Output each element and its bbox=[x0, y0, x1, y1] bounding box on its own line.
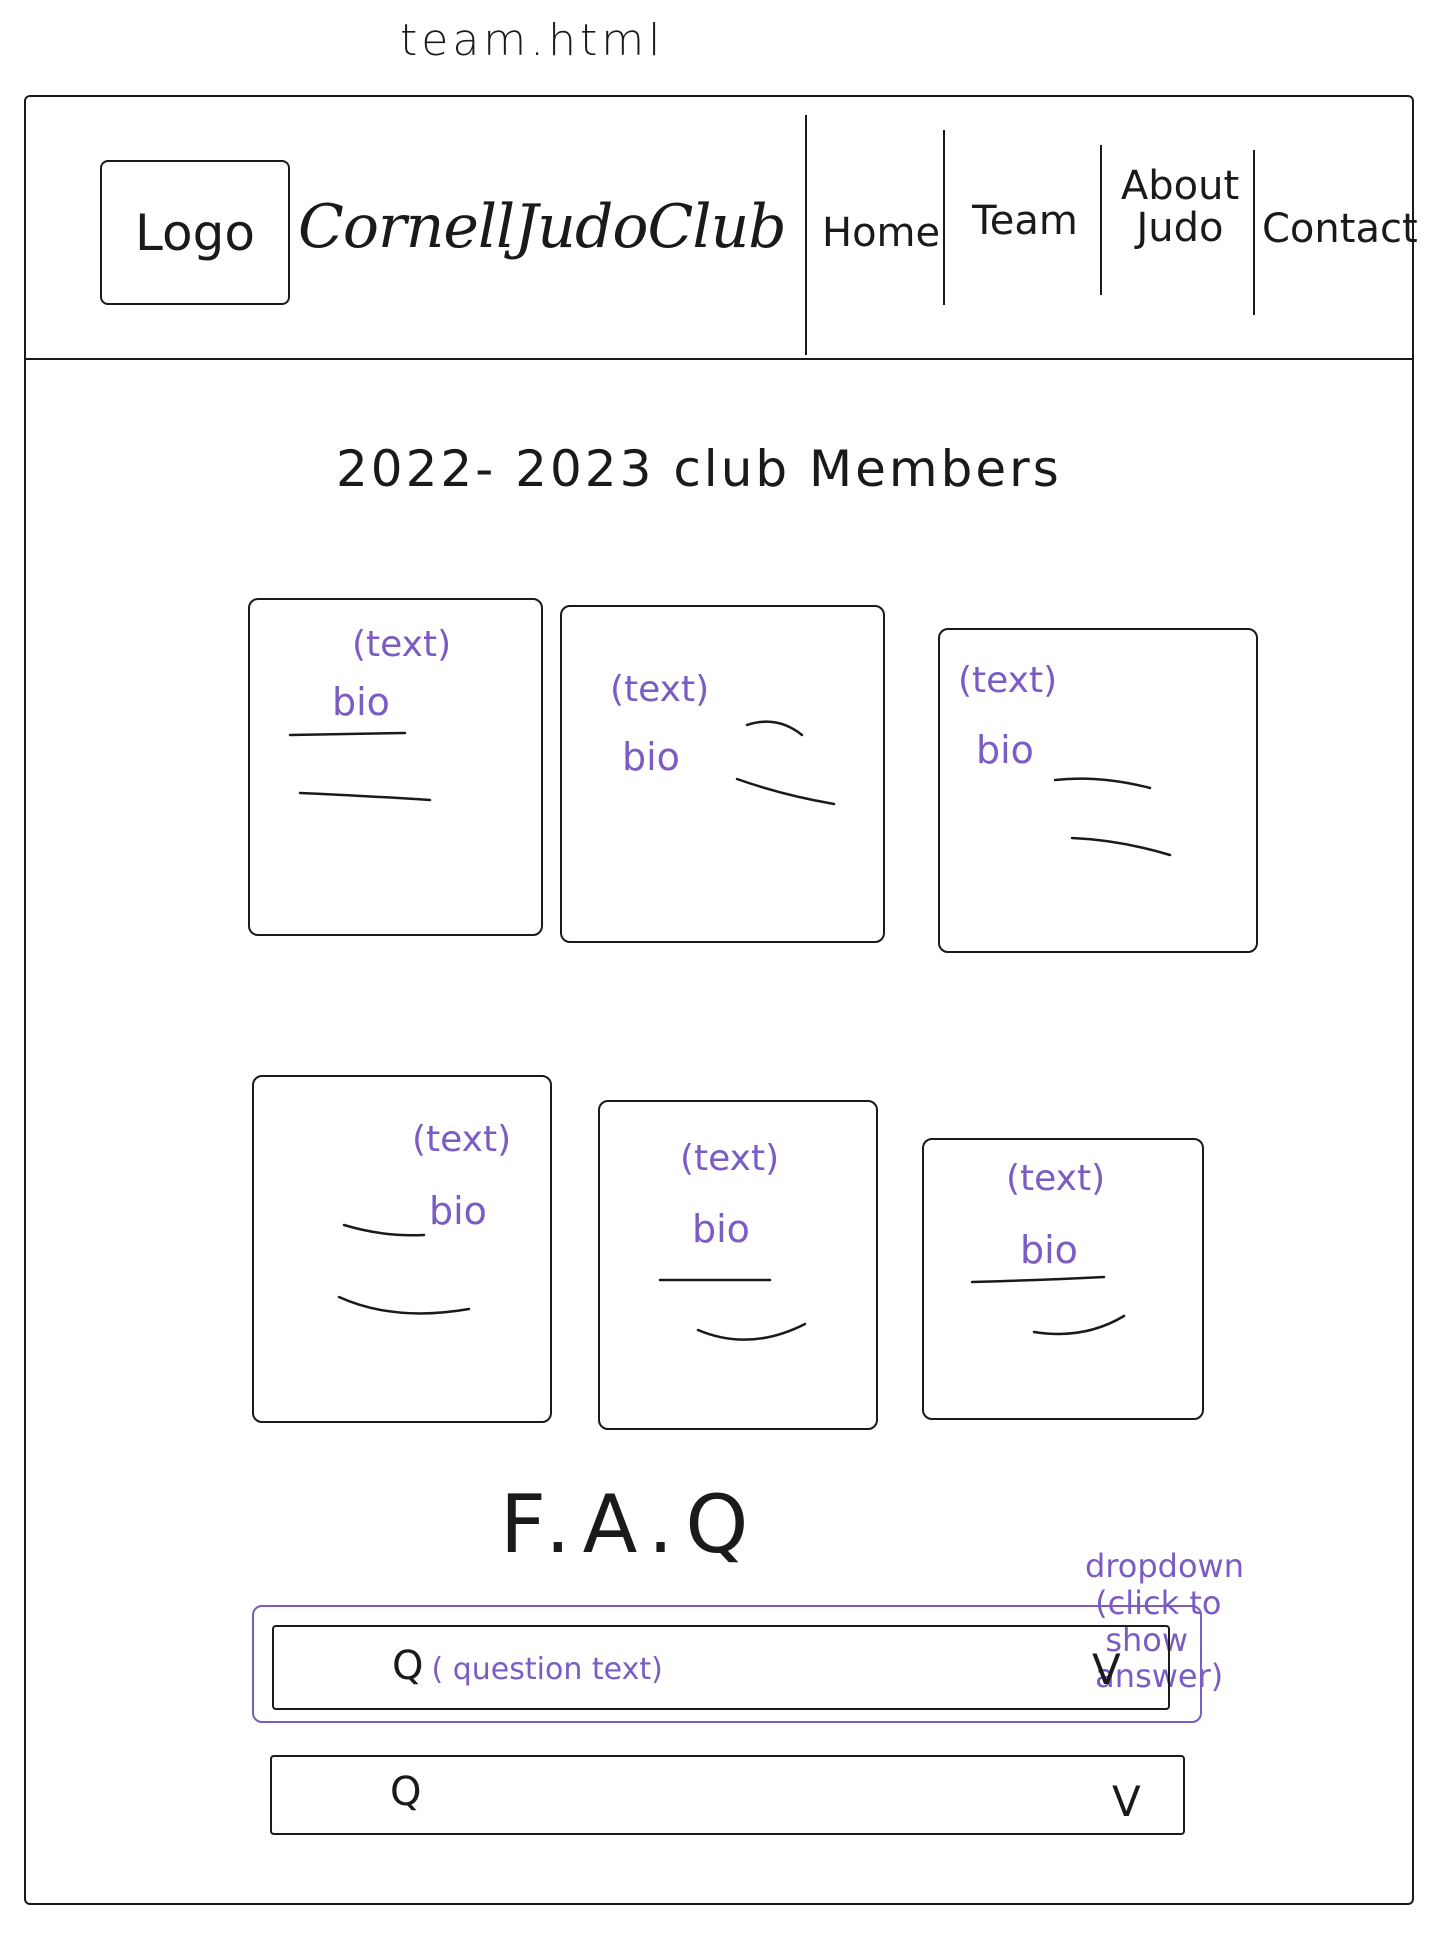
nav-judo-label: Judo bbox=[1136, 205, 1224, 251]
dropdown-annotation: dropdown (click to show answer) bbox=[1085, 1547, 1244, 1696]
faq-question: Q( question text) bbox=[392, 1643, 663, 1689]
nav-home-label: Home bbox=[822, 210, 941, 256]
nav-about-judo[interactable]: About Judo bbox=[1115, 165, 1245, 249]
faq-item[interactable]: Q V bbox=[270, 1755, 1185, 1835]
nav-home[interactable]: Home bbox=[822, 210, 941, 256]
faq-question-marker: Q bbox=[390, 1769, 422, 1815]
site-title[interactable]: CornellJudoClub bbox=[298, 192, 787, 262]
members-heading: 2022- 2023 club Members bbox=[336, 440, 1062, 498]
bio-text-lines bbox=[337, 1223, 471, 1315]
bio-text-lines bbox=[658, 1278, 807, 1341]
nav-divider bbox=[805, 115, 807, 355]
member-card: (text) bio bbox=[938, 628, 1258, 953]
nav-contact-label: Contact bbox=[1262, 206, 1418, 252]
nav-team[interactable]: Team bbox=[960, 200, 1090, 242]
bio-text-lines bbox=[288, 731, 432, 802]
bio-text-lines bbox=[970, 1275, 1126, 1336]
member-name-text: (text) bbox=[680, 1138, 780, 1179]
member-name-text: (text) bbox=[610, 669, 710, 710]
nav-contact[interactable]: Contact bbox=[1262, 208, 1418, 250]
member-name-text: (text) bbox=[412, 1119, 512, 1160]
nav-team-label: Team bbox=[972, 198, 1078, 244]
member-card: (text) bio bbox=[248, 598, 543, 936]
faq-question: Q bbox=[390, 1769, 421, 1815]
member-card: (text) bio bbox=[560, 605, 885, 943]
member-card: (text) bio bbox=[922, 1138, 1204, 1420]
member-name-text: (text) bbox=[958, 660, 1058, 701]
member-name-text: (text) bbox=[1006, 1158, 1106, 1199]
member-name-text: (text) bbox=[352, 624, 452, 665]
nav-divider bbox=[943, 130, 945, 305]
nav-divider bbox=[1100, 145, 1102, 295]
member-bio-label: bio bbox=[429, 1189, 487, 1233]
logo-label: Logo bbox=[135, 203, 255, 262]
member-bio-label: bio bbox=[976, 728, 1034, 772]
file-name-label: team.html bbox=[400, 15, 665, 66]
faq-item[interactable]: Q( question text) V bbox=[272, 1625, 1170, 1710]
page-frame bbox=[24, 95, 1414, 1905]
chevron-down-icon[interactable]: V bbox=[1092, 1645, 1121, 1694]
nav-divider bbox=[1253, 150, 1255, 315]
member-bio-label: bio bbox=[332, 680, 390, 724]
bio-text-lines bbox=[1053, 777, 1172, 857]
member-card: (text) bio bbox=[252, 1075, 552, 1423]
site-header bbox=[24, 95, 1414, 360]
logo[interactable]: Logo bbox=[100, 160, 290, 305]
member-card: (text) bio bbox=[598, 1100, 878, 1430]
faq-question-text: ( question text) bbox=[431, 1652, 663, 1687]
bio-text-lines bbox=[735, 720, 836, 806]
chevron-down-icon[interactable]: V bbox=[1112, 1777, 1141, 1826]
nav-about-label: About bbox=[1120, 163, 1240, 209]
faq-question-marker: Q bbox=[392, 1643, 424, 1689]
faq-heading: F.A.Q bbox=[500, 1478, 761, 1571]
member-bio-label: bio bbox=[692, 1207, 750, 1251]
dropdown-annotation-box bbox=[252, 1605, 1202, 1723]
member-bio-label: bio bbox=[622, 735, 680, 779]
member-bio-label: bio bbox=[1020, 1228, 1078, 1272]
